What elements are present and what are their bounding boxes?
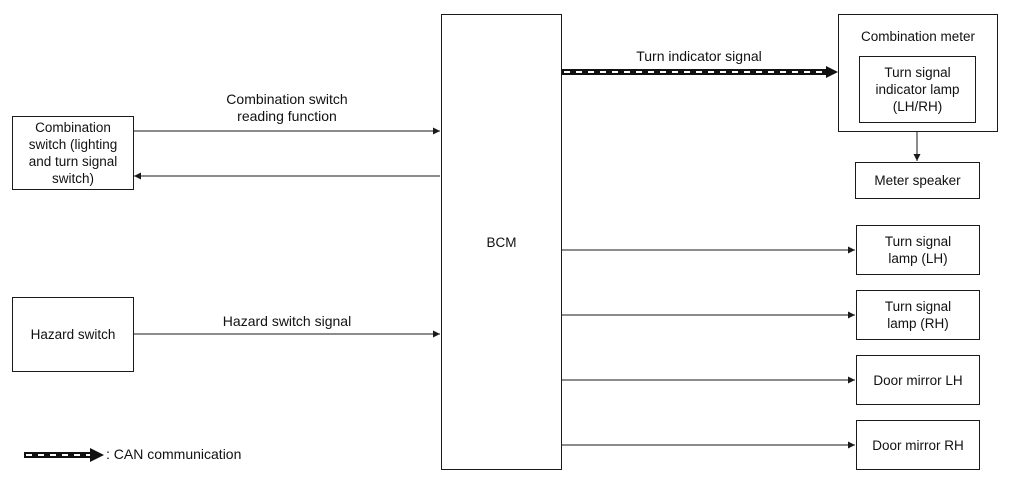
- meter-speaker-block: Meter speaker: [855, 162, 980, 199]
- hazard-switch-signal-label: Hazard switch signal: [222, 313, 352, 329]
- can-arrow-bcm-to-combination-meter: [562, 66, 838, 78]
- turn-signal-indicator-lamp-block: Turn signal indicator lamp (LH/RH): [859, 56, 976, 123]
- turn-signal-lamp-lh-block: Turn signal lamp (LH): [856, 225, 980, 275]
- turn-indicator-signal-label: Turn indicator signal: [636, 48, 762, 64]
- combination-switch-block: Combination switch (lighting and turn si…: [12, 116, 134, 190]
- door-mirror-rh-block: Door mirror RH: [856, 420, 980, 470]
- turn-signal-lamp-rh-block: Turn signal lamp (RH): [856, 290, 980, 340]
- turn-signal-indicator-lamp-label: Turn signal indicator lamp (LH/RH): [875, 65, 960, 114]
- bcm-label: BCM: [486, 234, 517, 250]
- door-mirror-lh-label: Door mirror LH: [873, 372, 963, 388]
- combination-meter-label: Combination meter: [860, 29, 976, 44]
- hazard-switch-label: Hazard switch: [30, 327, 116, 342]
- turn-signal-lamp-rh-label: Turn signal lamp (RH): [884, 299, 952, 331]
- hazard-switch-block: Hazard switch: [12, 297, 134, 372]
- meter-speaker-label: Meter speaker: [874, 173, 961, 188]
- combination-switch-label: Combination switch (lighting and turn si…: [28, 120, 118, 186]
- combination-switch-reading-label: Combination switch reading function: [226, 91, 348, 124]
- legend-can-communication-label: : CAN communication: [106, 446, 242, 462]
- door-mirror-lh-block: Door mirror LH: [856, 355, 980, 405]
- legend-can-arrow: [24, 448, 104, 462]
- bcm-block: BCM: [441, 14, 562, 470]
- door-mirror-rh-label: Door mirror RH: [872, 437, 964, 453]
- turn-signal-lamp-lh-label: Turn signal lamp (LH): [884, 234, 952, 266]
